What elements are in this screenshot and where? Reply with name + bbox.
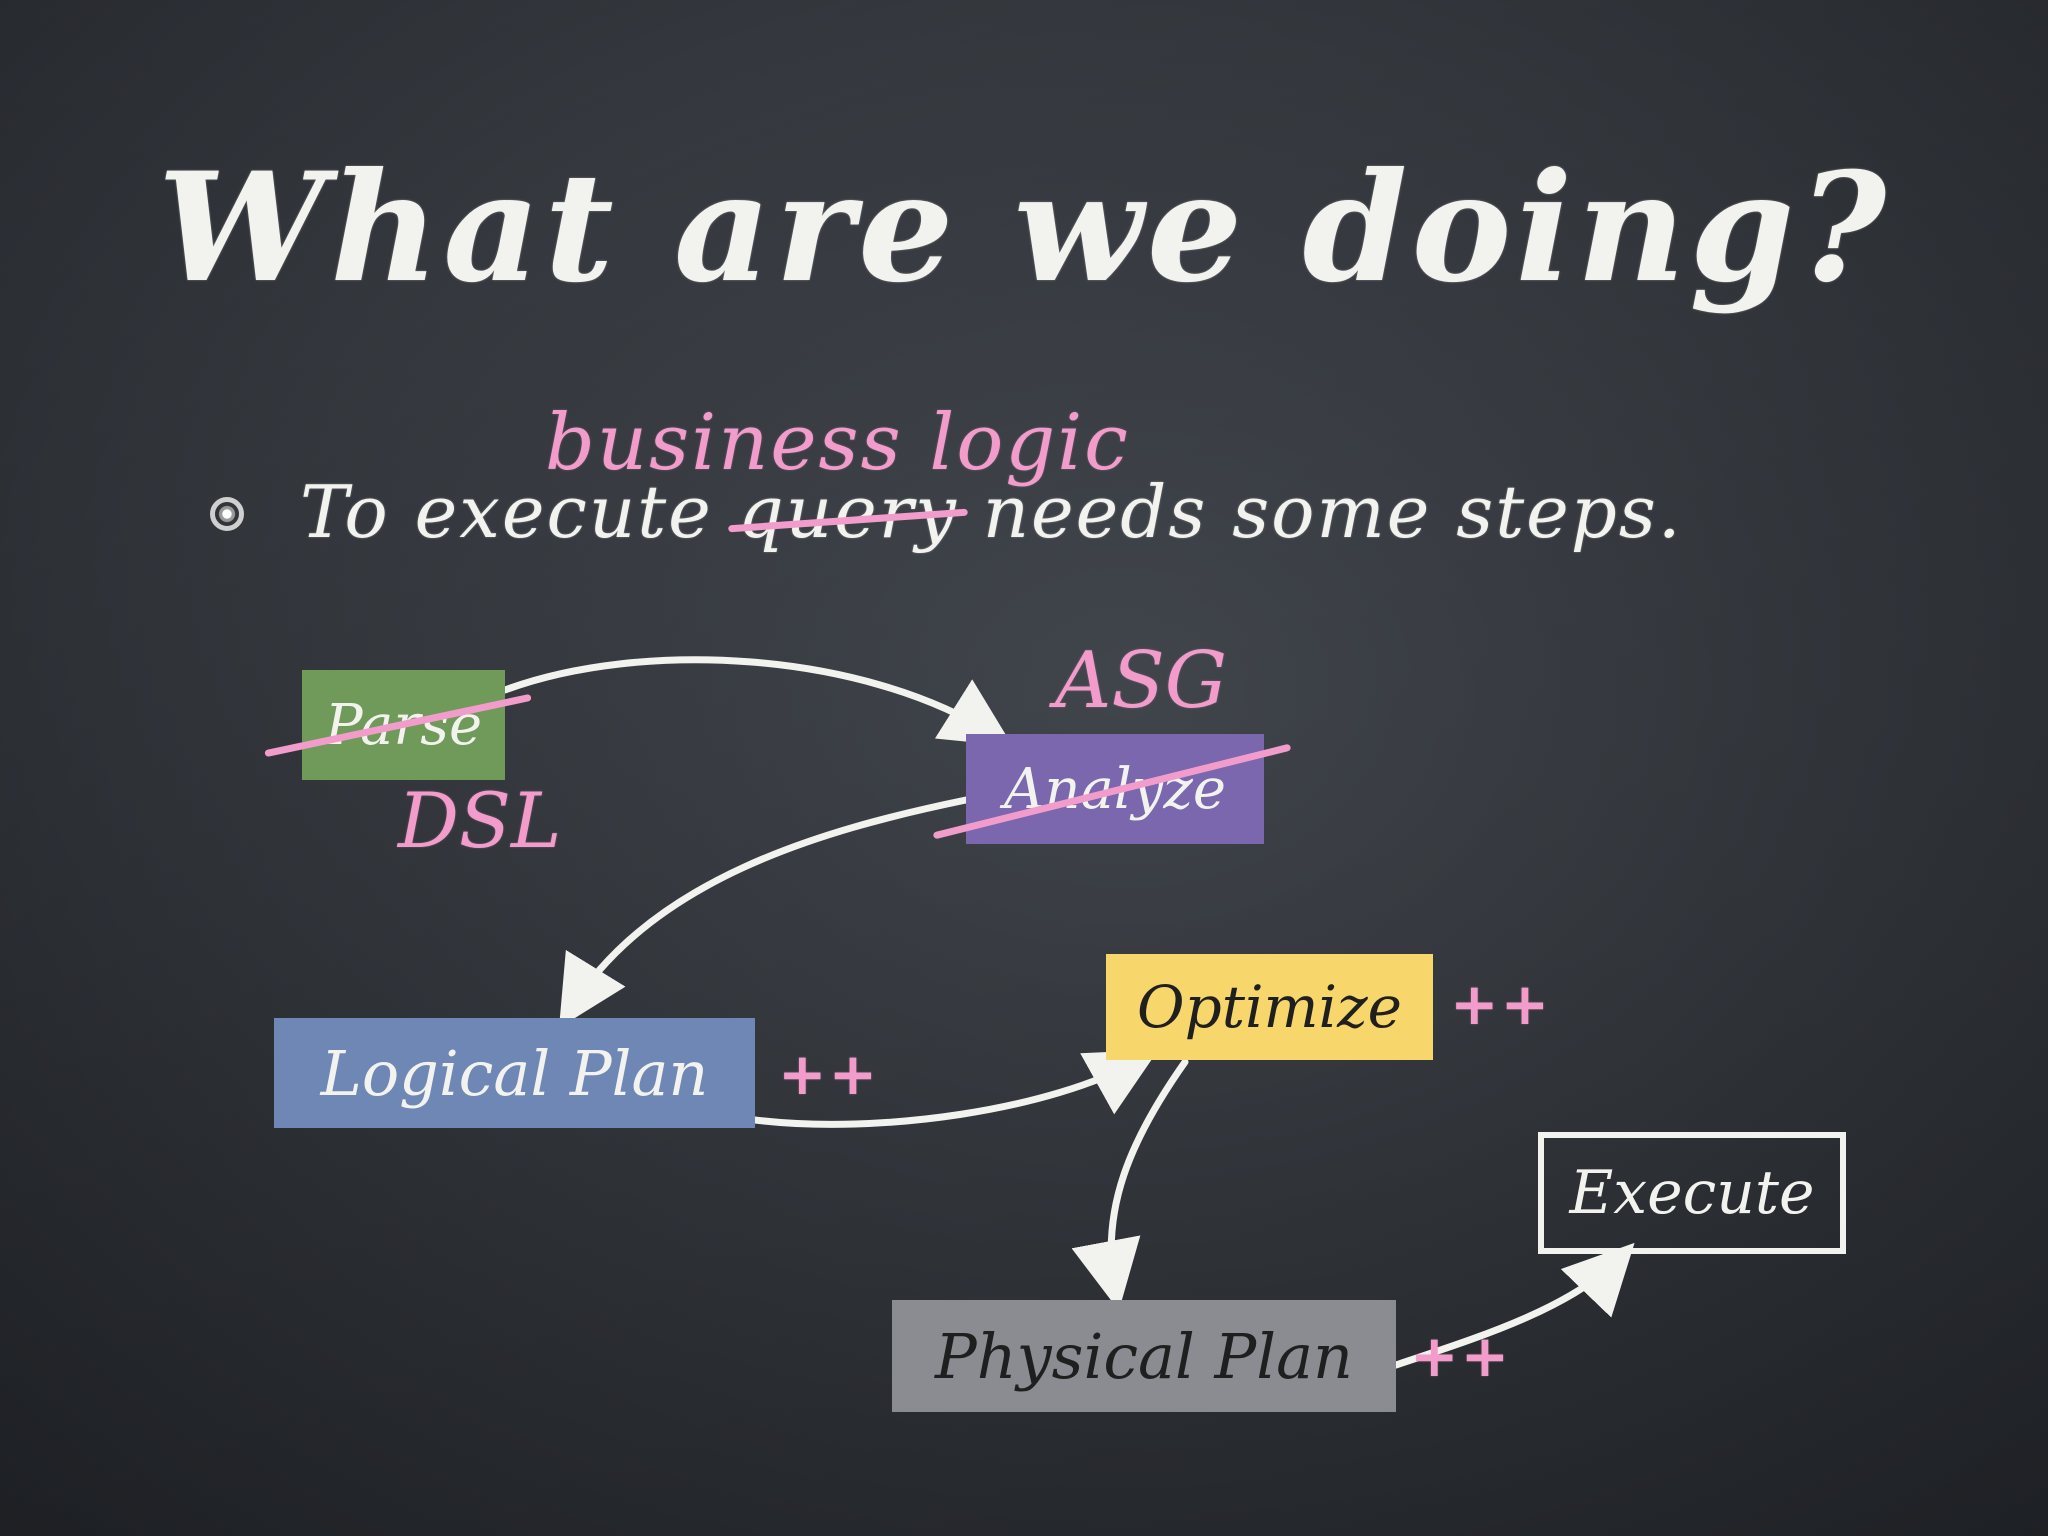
asg-annotation: ASG	[1055, 636, 1228, 726]
step-logical-plan: Logical Plan	[274, 1018, 755, 1128]
arrow-logical-to-optimize	[751, 1049, 1159, 1128]
step-optimize: Optimize	[1106, 954, 1433, 1060]
step-execute: Execute	[1538, 1132, 1846, 1254]
arrow-physical-to-execute	[1392, 1242, 1635, 1369]
bullet-icon	[210, 497, 244, 531]
dsl-annotation: DSL	[398, 776, 562, 865]
step-physical-plan: Physical Plan	[892, 1300, 1396, 1412]
slide-title: What are we doing?	[157, 140, 1891, 316]
bullet-text-before: To execute	[300, 470, 713, 554]
arrow-optimize-to-physical	[1071, 1058, 1189, 1311]
physical-plan-plus-annotation: ++	[1410, 1322, 1512, 1390]
bullet-text: To execute query needs some steps.	[300, 470, 1683, 554]
optimize-plus-annotation: ++	[1450, 970, 1552, 1038]
bullet-struck-word: query	[737, 470, 958, 554]
arrow-analyze-to-logical	[558, 796, 970, 1028]
logical-plan-plus-annotation: ++	[778, 1040, 880, 1108]
bullet-text-after: needs some steps.	[982, 470, 1683, 554]
arrow-parse-to-analyze	[501, 656, 1013, 747]
